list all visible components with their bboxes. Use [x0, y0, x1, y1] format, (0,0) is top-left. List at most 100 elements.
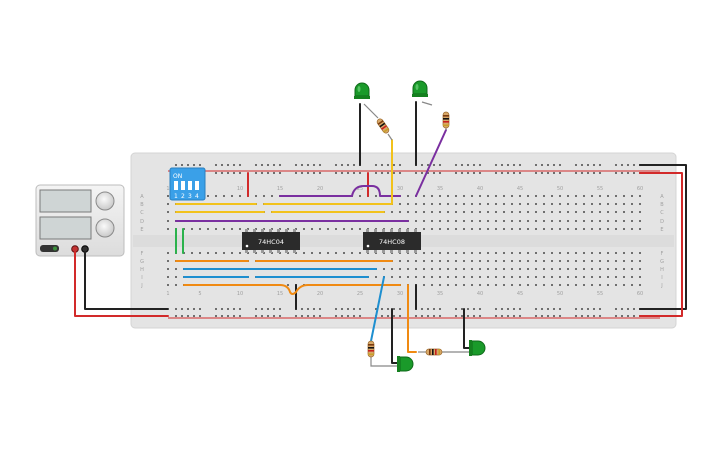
rail-hole[interactable]	[513, 164, 515, 166]
breadboard-hole[interactable]	[239, 195, 241, 197]
breadboard-hole[interactable]	[591, 268, 593, 270]
breadboard-hole[interactable]	[607, 203, 609, 205]
rail-hole[interactable]	[519, 315, 521, 317]
breadboard-hole[interactable]	[607, 284, 609, 286]
rail-hole[interactable]	[599, 172, 601, 174]
rail-hole[interactable]	[553, 164, 555, 166]
breadboard-hole[interactable]	[455, 211, 457, 213]
breadboard-hole[interactable]	[543, 252, 545, 254]
breadboard-hole[interactable]	[351, 252, 353, 254]
rail-hole[interactable]	[501, 308, 503, 310]
rail-hole[interactable]	[507, 308, 509, 310]
breadboard-hole[interactable]	[175, 276, 177, 278]
breadboard-hole[interactable]	[511, 211, 513, 213]
breadboard-hole[interactable]	[623, 276, 625, 278]
breadboard-hole[interactable]	[623, 211, 625, 213]
rail-hole[interactable]	[473, 172, 475, 174]
rail-hole[interactable]	[313, 172, 315, 174]
breadboard-hole[interactable]	[463, 268, 465, 270]
rail-hole[interactable]	[273, 164, 275, 166]
rail-hole[interactable]	[255, 172, 257, 174]
breadboard-hole[interactable]	[567, 228, 569, 230]
breadboard-hole[interactable]	[503, 276, 505, 278]
breadboard-hole[interactable]	[423, 195, 425, 197]
rail-hole[interactable]	[399, 315, 401, 317]
rail-hole[interactable]	[553, 315, 555, 317]
breadboard-hole[interactable]	[431, 252, 433, 254]
breadboard-hole[interactable]	[167, 211, 169, 213]
breadboard-hole[interactable]	[399, 203, 401, 205]
breadboard-hole[interactable]	[591, 260, 593, 262]
rail-hole[interactable]	[633, 308, 635, 310]
rail-hole[interactable]	[341, 308, 343, 310]
breadboard-hole[interactable]	[503, 268, 505, 270]
rail-hole[interactable]	[427, 164, 429, 166]
breadboard-hole[interactable]	[335, 228, 337, 230]
rail-hole[interactable]	[221, 164, 223, 166]
breadboard-hole[interactable]	[519, 284, 521, 286]
breadboard-hole[interactable]	[455, 203, 457, 205]
rail-hole[interactable]	[261, 172, 263, 174]
breadboard-hole[interactable]	[167, 284, 169, 286]
breadboard-hole[interactable]	[575, 228, 577, 230]
rail-hole[interactable]	[467, 315, 469, 317]
rail-hole[interactable]	[255, 164, 257, 166]
breadboard-hole[interactable]	[559, 220, 561, 222]
breadboard-hole[interactable]	[423, 284, 425, 286]
breadboard-hole[interactable]	[615, 228, 617, 230]
breadboard-hole[interactable]	[623, 203, 625, 205]
rail-hole[interactable]	[295, 315, 297, 317]
rail-hole[interactable]	[627, 315, 629, 317]
rail-hole[interactable]	[193, 308, 195, 310]
breadboard-hole[interactable]	[551, 284, 553, 286]
breadboard-hole[interactable]	[519, 220, 521, 222]
breadboard-hole[interactable]	[471, 228, 473, 230]
rail-hole[interactable]	[221, 172, 223, 174]
breadboard-hole[interactable]	[615, 252, 617, 254]
breadboard-hole[interactable]	[511, 252, 513, 254]
breadboard-hole[interactable]	[615, 268, 617, 270]
breadboard-hole[interactable]	[567, 211, 569, 213]
breadboard-hole[interactable]	[495, 220, 497, 222]
breadboard-hole[interactable]	[479, 252, 481, 254]
breadboard-hole[interactable]	[471, 276, 473, 278]
breadboard-hole[interactable]	[487, 228, 489, 230]
breadboard-hole[interactable]	[639, 203, 641, 205]
rail-hole[interactable]	[473, 308, 475, 310]
breadboard-hole[interactable]	[359, 195, 361, 197]
breadboard-hole[interactable]	[415, 276, 417, 278]
rail-hole[interactable]	[181, 164, 183, 166]
breadboard-hole[interactable]	[607, 276, 609, 278]
rail-hole[interactable]	[559, 164, 561, 166]
breadboard-hole[interactable]	[471, 284, 473, 286]
rail-hole[interactable]	[239, 308, 241, 310]
breadboard-hole[interactable]	[599, 220, 601, 222]
breadboard-hole[interactable]	[551, 252, 553, 254]
breadboard-hole[interactable]	[439, 211, 441, 213]
breadboard-hole[interactable]	[583, 220, 585, 222]
dip-switch[interactable]: ON 1 2 3 4	[169, 167, 206, 201]
breadboard-hole[interactable]	[535, 220, 537, 222]
rail-hole[interactable]	[455, 172, 457, 174]
rail-hole[interactable]	[359, 308, 361, 310]
rail-hole[interactable]	[295, 172, 297, 174]
breadboard-hole[interactable]	[559, 228, 561, 230]
breadboard-hole[interactable]	[207, 252, 209, 254]
breadboard-hole[interactable]	[399, 211, 401, 213]
breadboard-hole[interactable]	[439, 252, 441, 254]
rail-hole[interactable]	[215, 315, 217, 317]
breadboard-hole[interactable]	[567, 220, 569, 222]
breadboard-hole[interactable]	[447, 276, 449, 278]
breadboard-hole[interactable]	[559, 195, 561, 197]
rail-hole[interactable]	[353, 172, 355, 174]
rail-hole[interactable]	[273, 172, 275, 174]
breadboard-hole[interactable]	[607, 220, 609, 222]
rail-hole[interactable]	[233, 315, 235, 317]
breadboard-hole[interactable]	[199, 252, 201, 254]
dip-toggle-3[interactable]	[188, 181, 192, 190]
breadboard-hole[interactable]	[551, 203, 553, 205]
rail-hole[interactable]	[541, 164, 543, 166]
breadboard-hole[interactable]	[527, 211, 529, 213]
breadboard-hole[interactable]	[455, 268, 457, 270]
breadboard-hole[interactable]	[487, 268, 489, 270]
